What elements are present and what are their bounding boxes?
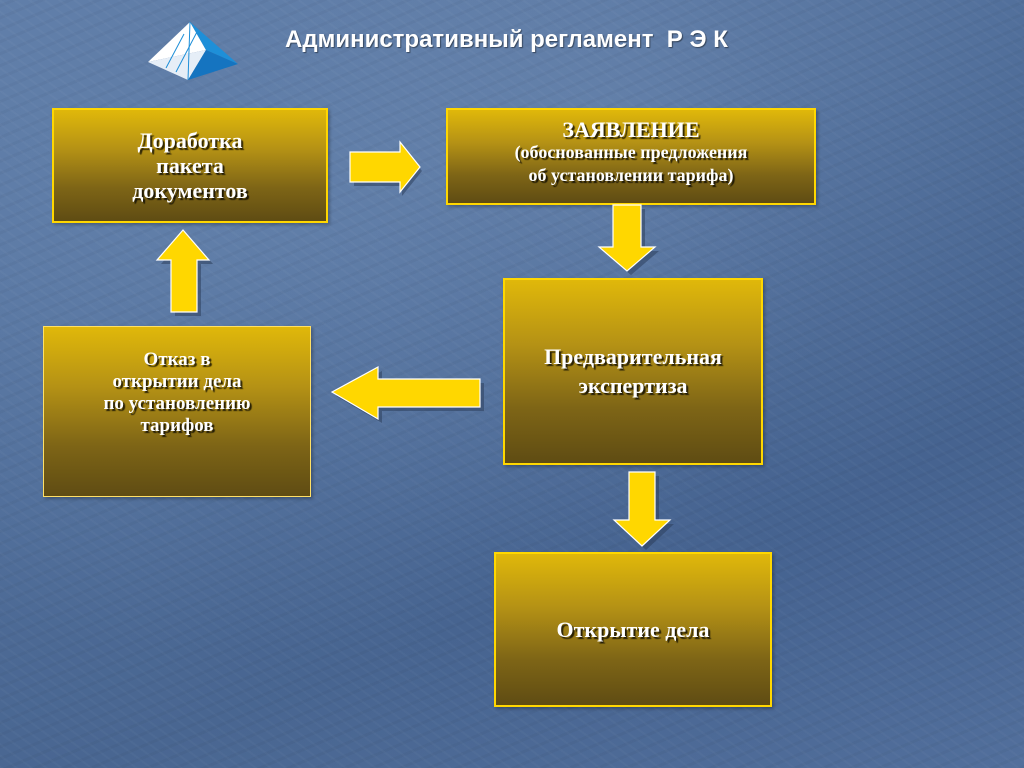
box-otkaz-line-2: открытии дела [112, 370, 242, 392]
box-dorabotka-line-3: документов [132, 178, 248, 204]
arrow-up-icon [155, 229, 213, 316]
box-otkaz-line-3: по установлению [103, 392, 251, 414]
arrow-down-icon [612, 471, 674, 550]
arrow-left-icon [330, 365, 484, 423]
box-otkaz-line-4: тарифов [140, 414, 214, 436]
arrow-right-icon [349, 140, 422, 196]
box-ekspertiza-line-1: Предварительная [544, 343, 722, 369]
page-title: Административный регламент Р Э К [285, 26, 728, 53]
box-ekspertiza: Предварительная экспертиза [503, 278, 763, 465]
box-otkrytie-line-1: Открытие дела [556, 616, 710, 642]
box-otkaz-line-1: Отказ в [143, 349, 211, 370]
box-zayavlenie-heading: ЗАЯВЛЕНИЕ [562, 117, 700, 142]
box-ekspertiza-line-2: экспертиза [578, 372, 688, 398]
box-zayavlenie-line-3: об установлении тарифа) [528, 164, 734, 185]
box-otkaz: Отказ в открытии дела по установлению та… [43, 326, 311, 497]
arrow-down-icon [597, 204, 659, 275]
box-dorabotka-line-2: пакета [156, 152, 224, 178]
pyramid-logo-icon [148, 22, 238, 81]
box-dorabotka-line-1: Доработка [137, 127, 243, 153]
box-zayavlenie: ЗАЯВЛЕНИЕ (обоснованные предложения об у… [446, 108, 816, 205]
box-dorabotka: Доработка пакета документов [52, 108, 328, 223]
box-zayavlenie-line-2: (обоснованные предложения [514, 142, 748, 163]
box-otkrytie: Открытие дела [494, 552, 772, 707]
